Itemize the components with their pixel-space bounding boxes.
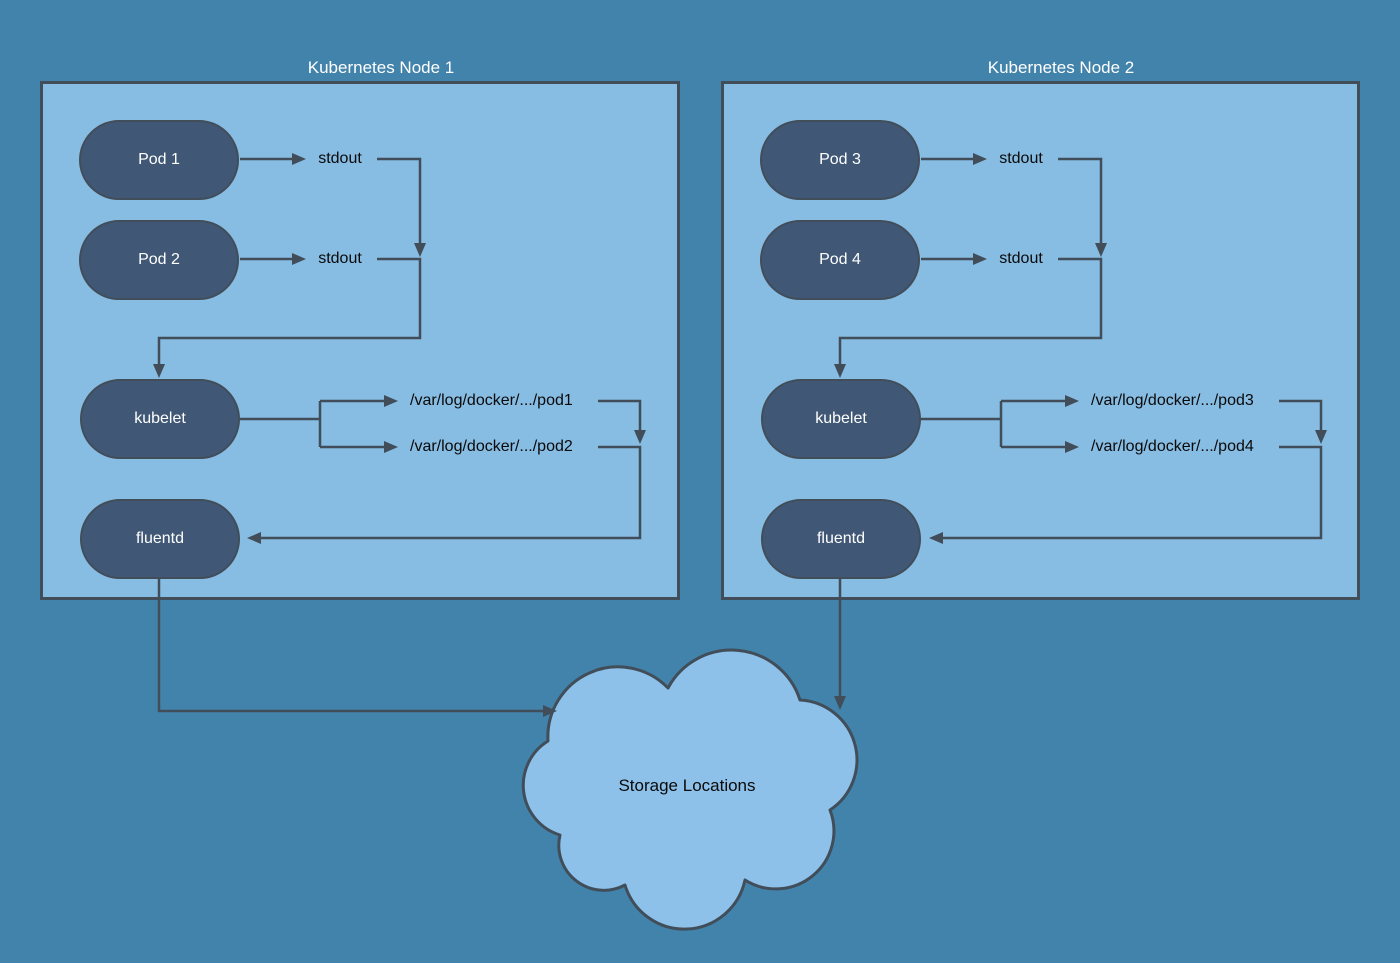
pod-4-shape: Pod 4	[760, 220, 920, 300]
fluentd-1-shape: fluentd	[80, 499, 240, 579]
fluentd-2-shape: fluentd	[761, 499, 921, 579]
kubelet-1-shape: kubelet	[80, 379, 240, 459]
storage-left-arrowhead	[543, 705, 557, 717]
log-path-label-pod4: /var/log/docker/.../pod4	[1091, 438, 1254, 455]
pod-2-shape: Pod 2	[79, 220, 239, 300]
stdout-label-pod3: stdout	[999, 150, 1043, 167]
storage-locations-label: Storage Locations	[618, 776, 756, 795]
storage-top-arrowhead	[834, 696, 846, 710]
pod-3-shape: Pod 3	[760, 120, 920, 200]
stdout-label-pod2: stdout	[318, 250, 362, 267]
kubelet-2-shape: kubelet	[761, 379, 921, 459]
stdout-label-pod4: stdout	[999, 250, 1043, 267]
log-path-label-pod3: /var/log/docker/.../pod3	[1091, 392, 1254, 409]
log-path-label-pod1: /var/log/docker/.../pod1	[410, 392, 573, 409]
k8s-node-1-title: Kubernetes Node 1	[307, 58, 455, 77]
pod-1-shape: Pod 1	[79, 120, 239, 200]
log-path-label-pod2: /var/log/docker/.../pod2	[410, 438, 573, 455]
stdout-label-pod1: stdout	[318, 150, 362, 167]
k8s-node-2-title: Kubernetes Node 2	[987, 58, 1135, 77]
